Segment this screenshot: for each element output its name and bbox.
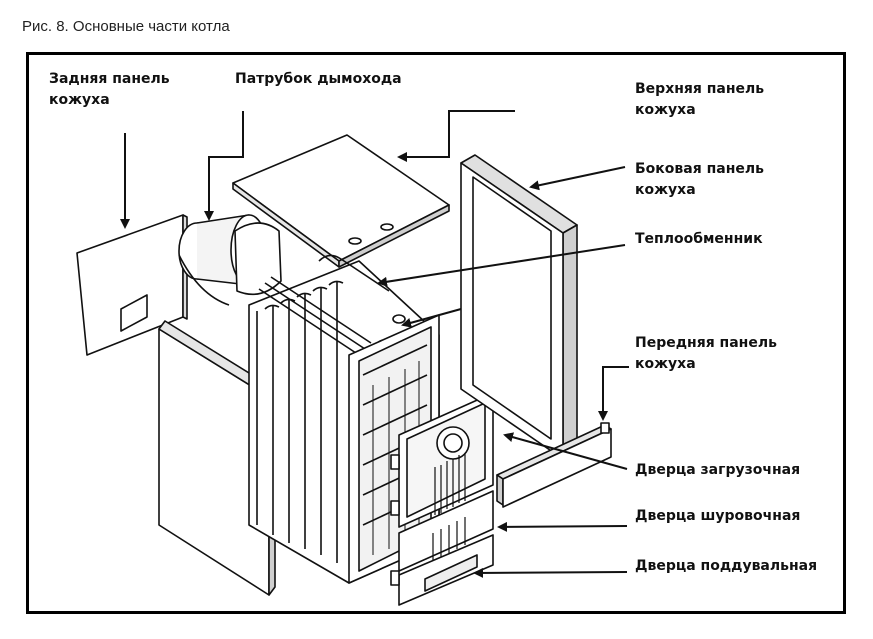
label-heat-exchanger: Теплообменник [635,231,763,247]
label-front-panel: Передняя панель кожуха [635,335,777,372]
label-flue-pipe: Патрубок дымохода [235,71,402,87]
figure-caption: Рис. 8. Основные части котла [22,18,230,35]
diagram-frame: Задняя панель кожуха Патрубок дымохода В… [26,52,846,614]
right-side-panel-drawing [460,154,578,460]
label-ash-door: Дверца поддувальная [635,558,818,574]
label-top-panel: Верхняя панель кожуха [635,81,765,118]
front-panel-drawing [496,422,612,508]
doors-drawing [390,392,494,606]
boiler-exploded-diagram [76,110,629,606]
label-poker-door: Дверца шуровочная [635,508,801,524]
label-loading-door: Дверца загрузочная [635,462,801,478]
top-panel-drawing [232,134,450,268]
leader-arrows [120,110,629,578]
flue-pipe-drawing [178,214,282,306]
label-rear-panel: Задняя панель кожуха [49,71,170,108]
label-side-panel: Боковая панель кожуха [635,161,764,198]
rear-panel-drawing [76,214,188,356]
